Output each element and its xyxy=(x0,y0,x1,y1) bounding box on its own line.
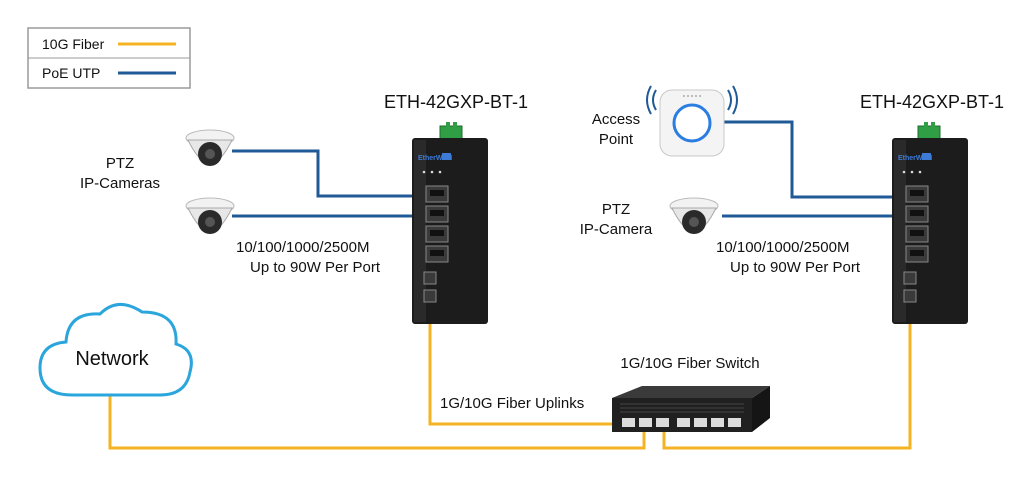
left-cameras-label-line2: IP-Cameras xyxy=(80,175,160,192)
fiber-uplink-right xyxy=(662,308,912,450)
right-switch-speed: 10/100/1000/2500M xyxy=(716,239,849,256)
svg-text:EtherWAN: EtherWAN xyxy=(898,155,932,162)
wifi-signal-icon xyxy=(646,85,738,115)
fiber-switch: 1G/10G Fiber Switch xyxy=(612,355,770,432)
access-point-label-line2: Point xyxy=(599,131,634,148)
legend-fiber-label: 10G Fiber xyxy=(42,36,105,52)
fiber-cables xyxy=(108,304,912,450)
legend-utp-label: PoE UTP xyxy=(42,65,100,81)
network-label: Network xyxy=(75,348,149,370)
fiber-switch-label: 1G/10G Fiber Switch xyxy=(620,355,759,372)
left-switch-power: Up to 90W Per Port xyxy=(250,259,381,276)
ptz-camera-2 xyxy=(185,197,235,234)
utp-cable-camera-1 xyxy=(232,149,432,198)
fiber-uplink-left xyxy=(428,304,628,426)
ptz-camera-3 xyxy=(669,197,719,234)
left-poe-switch: EtherWAN ETH-42GXP-BT-1 10/100/1000/2500… xyxy=(236,92,528,324)
utp-cable-access-point xyxy=(722,120,912,199)
fiber-uplinks-label: 1G/10G Fiber Uplinks xyxy=(440,395,584,412)
right-camera-label-line1: PTZ xyxy=(602,201,630,218)
right-poe-switch: EtherWAN ETH-42GXP-BT-1 10/100/1000/2500… xyxy=(716,92,1004,324)
utp-cables xyxy=(232,120,912,218)
right-switch-power: Up to 90W Per Port xyxy=(730,259,861,276)
legend: 10G Fiber PoE UTP xyxy=(27,27,191,89)
network-cloud-icon: Network xyxy=(38,303,193,397)
fiber-network-link xyxy=(108,395,646,450)
left-cameras-label-line1: PTZ xyxy=(106,155,134,172)
left-switch-model: ETH-42GXP-BT-1 xyxy=(384,92,528,112)
access-point-label-line1: Access xyxy=(592,111,640,128)
right-switch-model: ETH-42GXP-BT-1 xyxy=(860,92,1004,112)
left-switch-speed: 10/100/1000/2500M xyxy=(236,239,369,256)
ptz-camera-1 xyxy=(185,129,235,166)
right-camera-label-line2: IP-Camera xyxy=(580,221,653,238)
svg-text:EtherWAN: EtherWAN xyxy=(418,155,452,162)
access-point xyxy=(646,85,738,157)
